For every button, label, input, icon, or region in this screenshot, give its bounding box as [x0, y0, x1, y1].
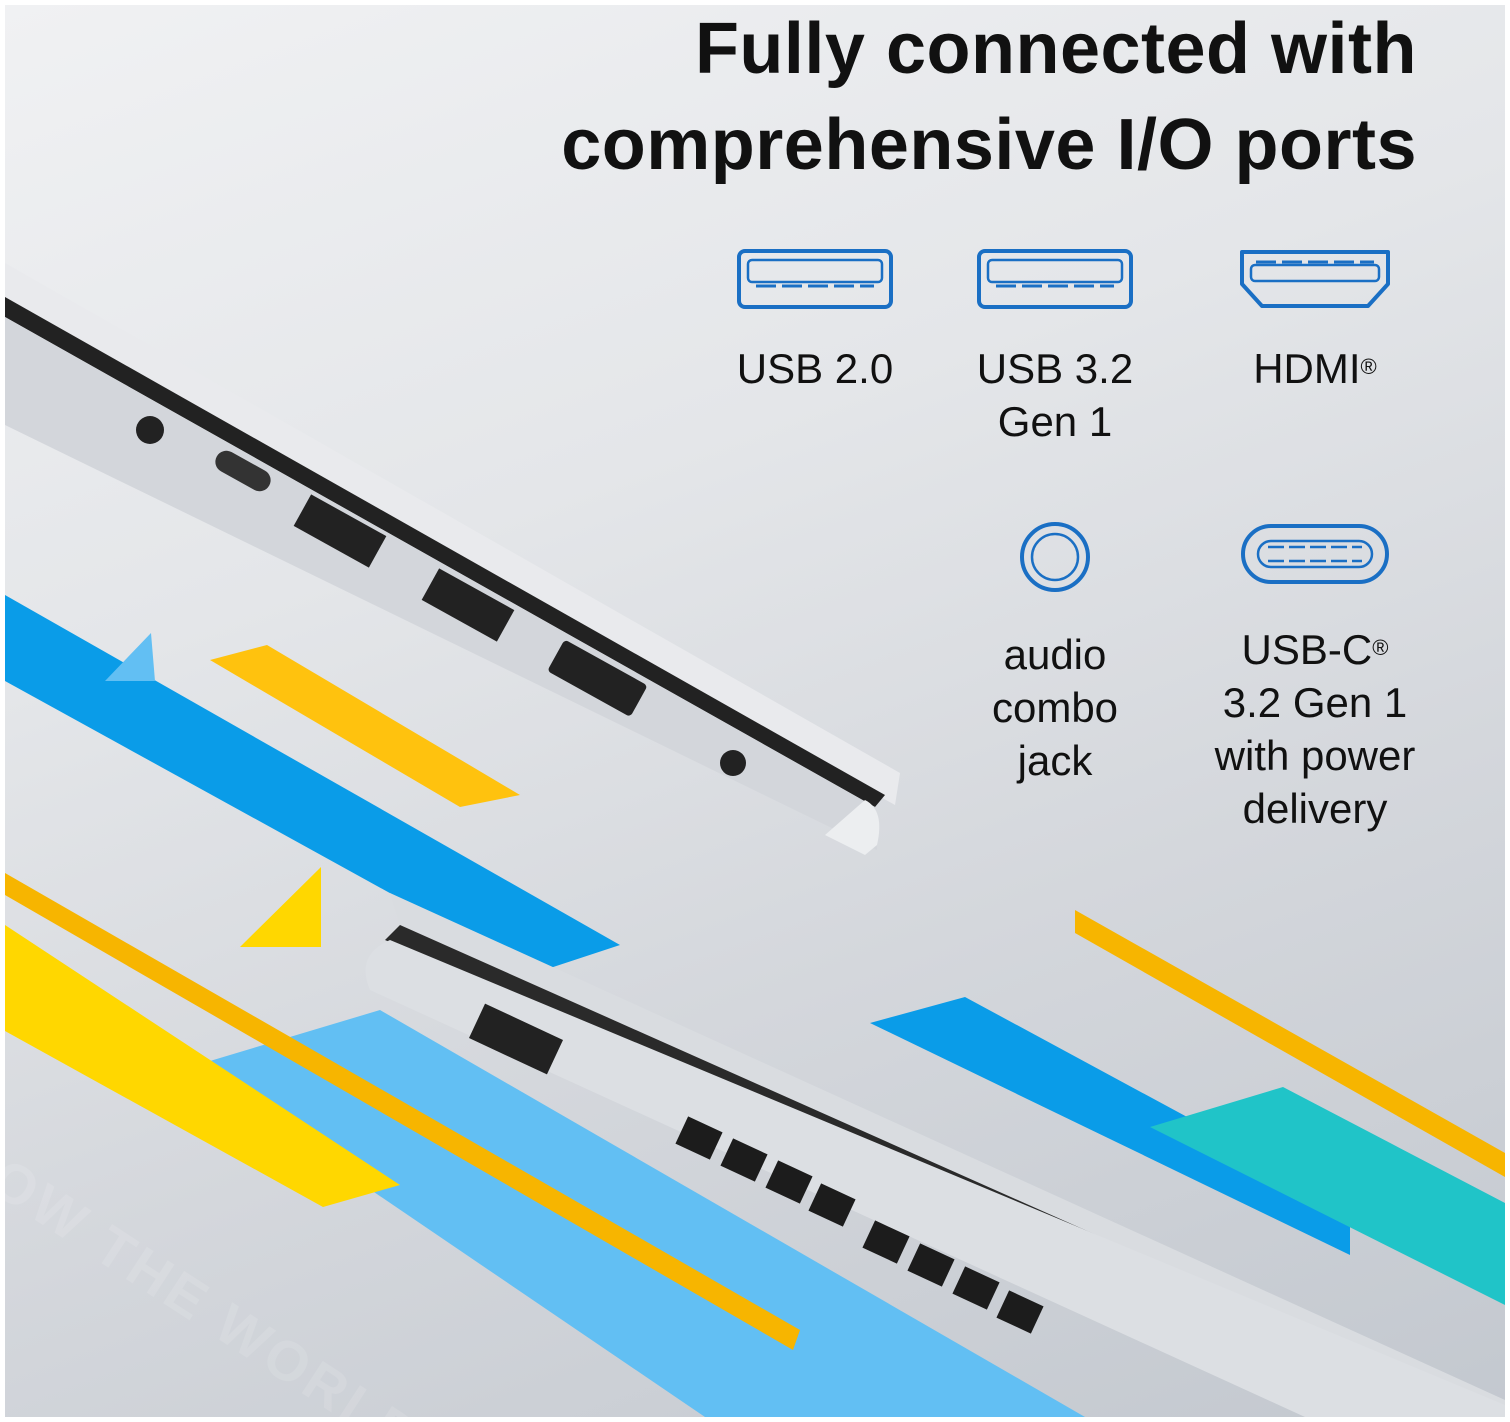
- audio-jack-icon: [1020, 522, 1090, 592]
- registered-mark: ®: [1360, 354, 1377, 379]
- laptop-top: [5, 263, 900, 855]
- port-label: HDMI: [1253, 345, 1361, 392]
- stripe-blue-right: [870, 997, 1350, 1255]
- stripe-blue-upper: [5, 595, 620, 973]
- stripe-orange-thin: [5, 873, 800, 1350]
- usb-a-icon: [977, 249, 1133, 309]
- stripe-orange-right: [1075, 910, 1505, 1177]
- dc-in-port: [720, 750, 746, 776]
- port-label: audio: [1003, 631, 1107, 678]
- port-audio-jack: audio combo jack: [965, 520, 1145, 787]
- audio-jack-port: [136, 416, 164, 444]
- triangle-yellow: [240, 867, 321, 947]
- usb-a-icon: [737, 249, 893, 309]
- product-banner: OW THE WORLD Fully connected with compre…: [5, 5, 1505, 1417]
- headline: Fully connected with comprehensive I/O p…: [561, 5, 1417, 193]
- port-label: USB 3.2: [976, 345, 1134, 392]
- usb-a-port: [293, 494, 387, 568]
- port-label: USB-C: [1241, 626, 1373, 673]
- headline-line-1: Fully connected with: [694, 9, 1417, 89]
- vent-grille: [675, 1116, 1044, 1334]
- port-label: jack: [1017, 737, 1093, 784]
- usb-a-port: [421, 568, 515, 642]
- port-usb-2: USB 2.0: [725, 248, 905, 395]
- port-label: delivery: [1242, 785, 1388, 832]
- usb-c-port: [215, 450, 271, 492]
- hdmi-icon: [1240, 250, 1390, 308]
- stripe-yellow-large: [5, 925, 400, 1207]
- port-usb-3: USB 3.2 Gen 1: [965, 248, 1145, 448]
- triangle-light-blue: [105, 633, 155, 681]
- port-hdmi: HDMI®: [1225, 248, 1405, 395]
- usb-c-icon: [1241, 524, 1389, 584]
- stripe-yellow-short: [210, 645, 520, 807]
- hdmi-port: [548, 640, 647, 716]
- background-graphic: [5, 263, 1505, 1417]
- port-label: Gen 1: [997, 398, 1113, 445]
- port-label: 3.2 Gen 1: [1222, 679, 1408, 726]
- usb-a-port: [468, 1003, 564, 1075]
- headline-line-2: comprehensive I/O ports: [561, 105, 1417, 185]
- stripe-teal-right: [1150, 1087, 1505, 1305]
- port-usb-c: USB-C® 3.2 Gen 1 with power delivery: [1185, 523, 1445, 835]
- registered-mark: ®: [1372, 635, 1389, 660]
- port-label: with power: [1214, 732, 1416, 779]
- port-label: USB 2.0: [736, 345, 894, 392]
- laptop-bottom: [365, 893, 1505, 1417]
- port-label: combo: [991, 684, 1119, 731]
